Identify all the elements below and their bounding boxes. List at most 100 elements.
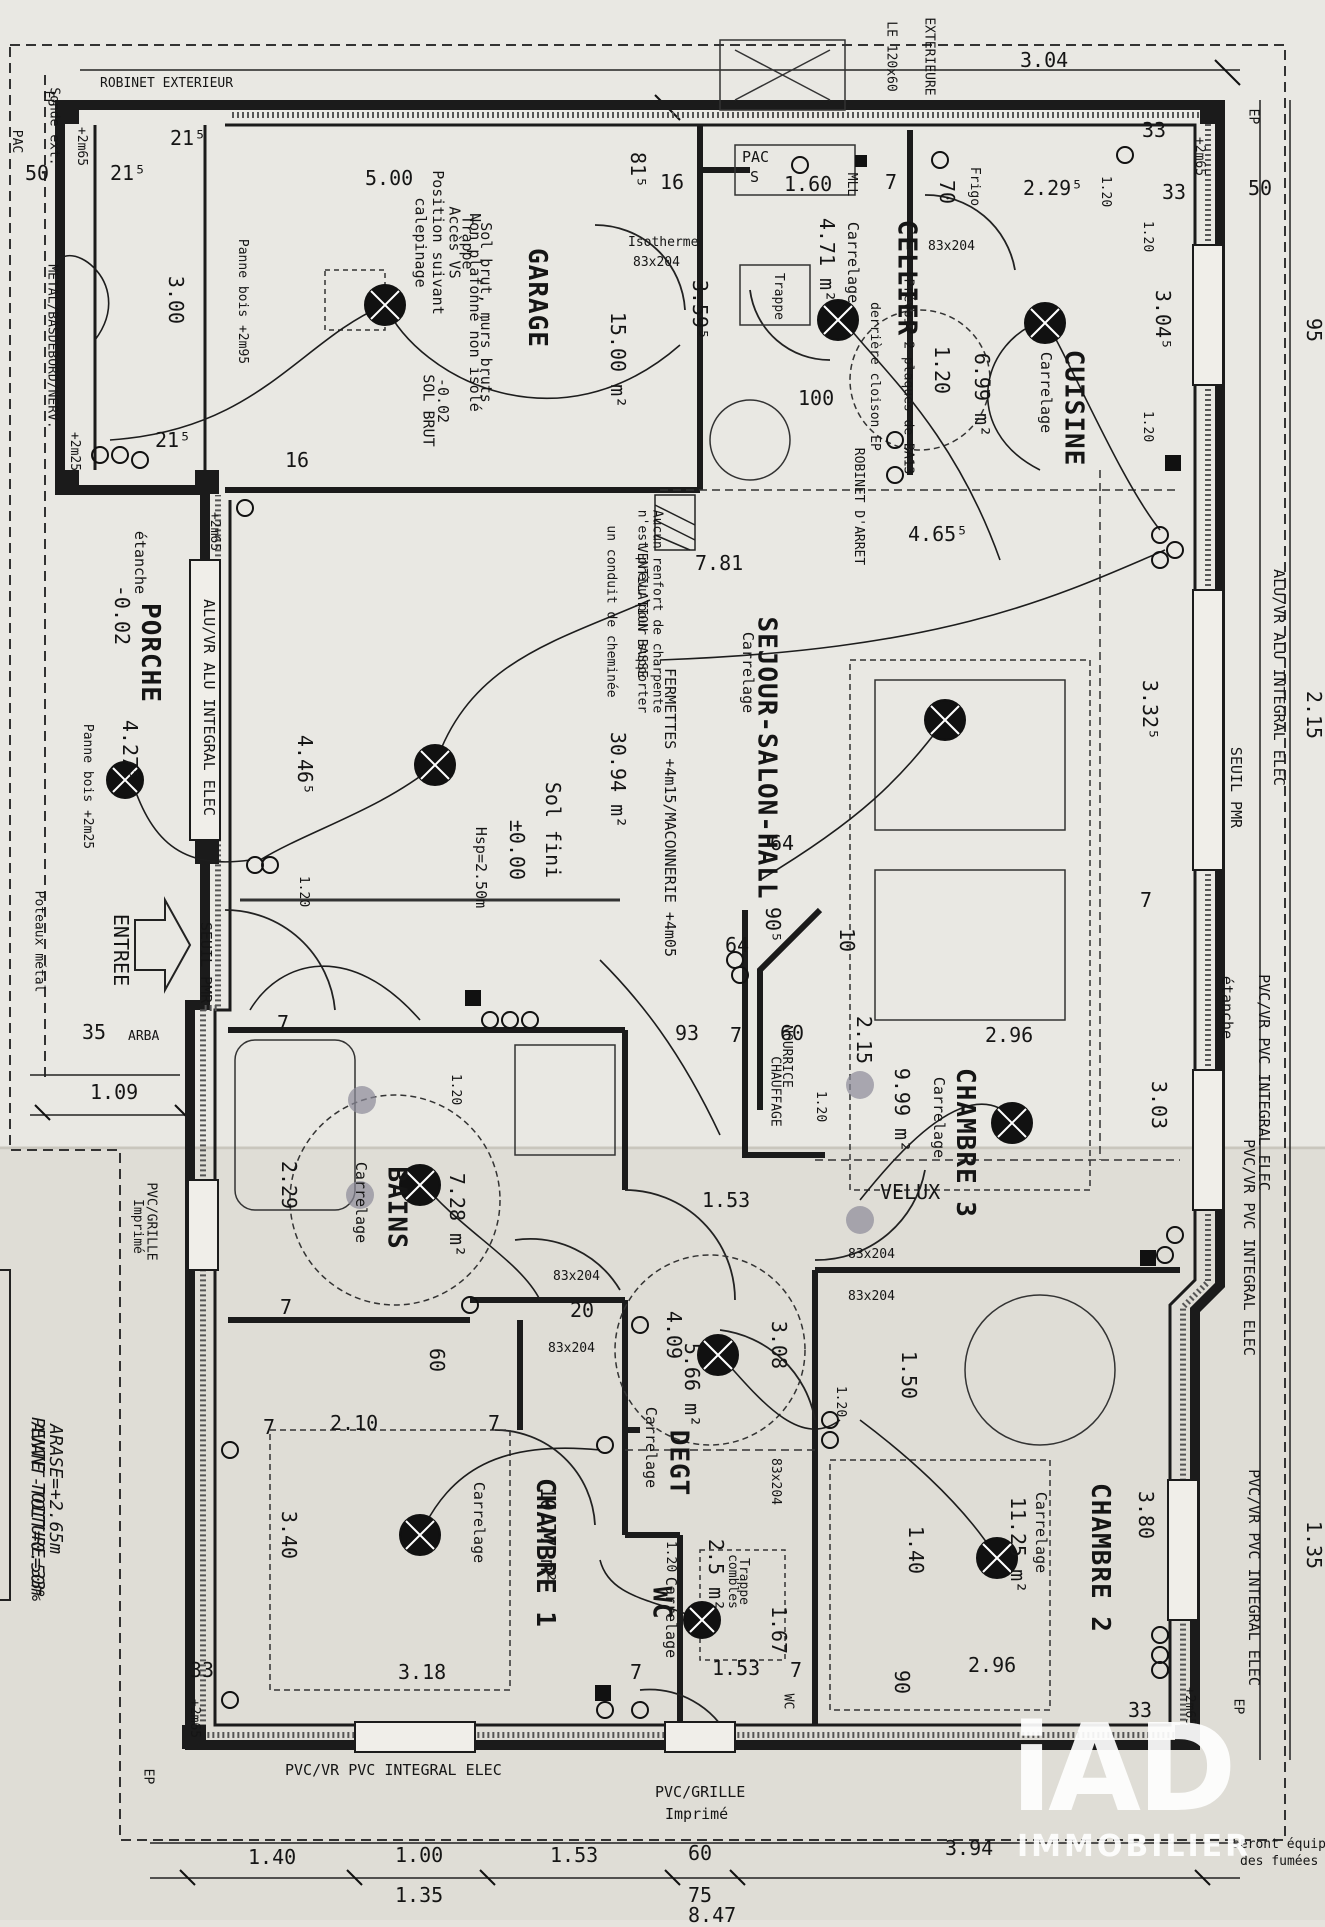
dim-7-81: 7.81 — [695, 551, 744, 575]
dim-7-wc-b: 7 — [790, 1658, 803, 1682]
garage-name: GARAGE — [521, 248, 552, 348]
avant-toit-note: AVANT-TOIT=0.50m — [26, 1422, 48, 1596]
cellier-mll: MLL — [844, 172, 860, 197]
dim-1-20-degt: 1.20 — [833, 1385, 849, 1418]
wall-linings — [93, 123, 1197, 1727]
dim-2-29-5: 2.29⁵ — [1023, 176, 1084, 200]
dim-2-15-right: 2.15 — [1302, 690, 1325, 740]
garage-trappe-4: calepinage — [411, 197, 430, 288]
dim-90-5: 90⁵ — [761, 906, 786, 944]
chambre3-floor: Carrelage — [930, 1076, 949, 1159]
cellier-cloison: derrière cloison EP — [866, 302, 882, 451]
cellier-pac: PAC — [742, 148, 770, 166]
dim-10: 10 — [835, 927, 860, 953]
pvc-grille-left-type: Imprimé — [129, 1199, 145, 1254]
interior-partitions — [225, 125, 1180, 1725]
cellier-door: 83x204 — [928, 239, 975, 254]
window-openings — [187, 244, 1224, 1753]
dim-3-40: 3.40 — [277, 1510, 302, 1560]
bottom-dim-1-53: 1.53 — [550, 1843, 599, 1867]
entree-label: ENTREE — [109, 913, 134, 987]
level-top-right: +2m65 — [1192, 136, 1208, 177]
dim-1-20-kitchen-side: 1.20 — [1140, 220, 1156, 253]
logo-subtitle: IMMOBILIER — [1017, 1829, 1252, 1864]
sol-brut-label: SOL BRUT — [419, 374, 438, 447]
level-top-left: +2m65 — [74, 126, 90, 167]
dim-90: 90 — [890, 1669, 915, 1695]
dim-33-top: 33 — [1142, 118, 1167, 142]
fixtures — [234, 39, 1180, 1711]
dim-35: 35 — [82, 1020, 107, 1044]
dim-1-20-wc: 1.20 — [663, 1540, 679, 1573]
panne-garage-label: Panne bois +2m95 — [235, 238, 251, 365]
bottom-dim-1-00: 1.00 — [395, 1843, 444, 1867]
ventilation-hatch — [654, 494, 696, 551]
chambre2-area: 11.25 m² — [1006, 1496, 1031, 1594]
door-83-bains: 83x204 — [553, 1269, 600, 1284]
dim-16-garage: 16 — [285, 448, 310, 472]
dim-1-20-cellier: 1.20 — [930, 345, 955, 395]
alu-left-label: ALU/VR ALU INTEGRAL ELEC — [199, 599, 218, 816]
dim-3-59-5: 3.59⁵ — [688, 279, 713, 341]
margin-note-2: des fumées v — [1240, 1854, 1325, 1869]
pvc-grille-bottom: PVC/GRILLE — [655, 1783, 746, 1801]
dim-2-96-a: 2.96 — [985, 1023, 1034, 1047]
dim-1-20-kitchen-top: 1.20 — [1098, 175, 1114, 208]
dim-7-ch1: 7 — [488, 1411, 501, 1435]
dim-2-29: 2.29 — [277, 1160, 302, 1210]
dim-7-bains-top: 7 — [277, 1011, 290, 1035]
dim-20: 20 — [570, 1298, 595, 1322]
bottom-dim-3-94: 3.94 — [945, 1836, 994, 1860]
dim-3-03: 3.03 — [1147, 1080, 1172, 1130]
bottom-dim-1-35: 1.35 — [395, 1883, 444, 1907]
cellier-s: S — [750, 168, 760, 186]
dim-3-04-5: 3.04⁵ — [1151, 289, 1176, 351]
electrical-wiring — [54, 254, 1166, 1621]
chauffage-label: CHAUFFAGE — [767, 1056, 783, 1127]
dim-3-00: 3.00 — [164, 275, 189, 325]
dim-7-ch1-b: 7 — [263, 1415, 276, 1439]
arba-label: ARBA — [128, 1029, 160, 1044]
chambre3-area: 9.99 m² — [890, 1067, 915, 1153]
bottom-dim-60: 60 — [688, 1841, 713, 1865]
grille-size-label: LE 120x60 — [883, 21, 899, 92]
dim-3-04: 3.04 — [1020, 48, 1069, 72]
photo-blur-marks — [346, 1071, 874, 1234]
sejour-name: SEJOUR-SALON-HALL — [751, 616, 782, 900]
dim-50-left: 50 — [25, 161, 50, 185]
dim-1-09: 1.09 — [90, 1080, 139, 1104]
poteaux-label: Poteaux métal — [31, 890, 47, 993]
sol-fini-level: ±0.00 — [505, 819, 530, 881]
roof-overhang-outline — [9, 44, 1286, 1841]
door-83-chambre3: 83x204 — [848, 1247, 895, 1262]
wc-label-small: WC — [780, 1693, 796, 1710]
cellier-area: 4.71 m² — [815, 217, 840, 303]
dim-21-5-c: 21⁵ — [155, 428, 192, 452]
dim-1-20-sejour: 1.20 — [296, 875, 312, 908]
dim-3-18: 3.18 — [398, 1660, 447, 1684]
robinet-arret: ROBINET D'ARRET — [851, 447, 867, 566]
cellier-floor: Carrelage — [844, 221, 863, 304]
dim-60-hall: 60 — [780, 1021, 805, 1045]
velux-label: VELUX — [880, 1180, 941, 1204]
dim-1-20-bains: 1.20 — [448, 1073, 464, 1106]
ep-left-bottom: EP — [140, 1768, 156, 1785]
sejour-fermettes: FERMETTES +4m15/MACONNERIE +4m05 — [660, 668, 679, 957]
dimension-ticks — [34, 59, 1241, 1886]
level-bottom-left: +2m65 — [187, 1698, 203, 1739]
frigo-label: Frigo — [967, 166, 983, 207]
socket-fills — [465, 155, 1181, 1701]
dim-3-32-5: 3.32⁵ — [1138, 679, 1163, 741]
cuisine-floor: Carrelage — [1037, 351, 1056, 434]
door-swings — [224, 194, 1016, 1741]
dim-7-cellier: 7 — [885, 170, 898, 194]
degt-floor: Carrelage — [642, 1406, 661, 1489]
dim-7-bains: 7 — [280, 1295, 293, 1319]
dim-33-top-b: 33 — [1162, 180, 1187, 204]
ep-right-top: EP — [1245, 108, 1261, 125]
bottom-dim-1-40: 1.40 — [248, 1845, 297, 1869]
sejour-floor: Carrelage — [739, 631, 758, 714]
left-metal-label: METAL/BASDEBORD/NERV. — [44, 264, 60, 429]
dim-7-wc: 7 — [630, 1660, 643, 1684]
